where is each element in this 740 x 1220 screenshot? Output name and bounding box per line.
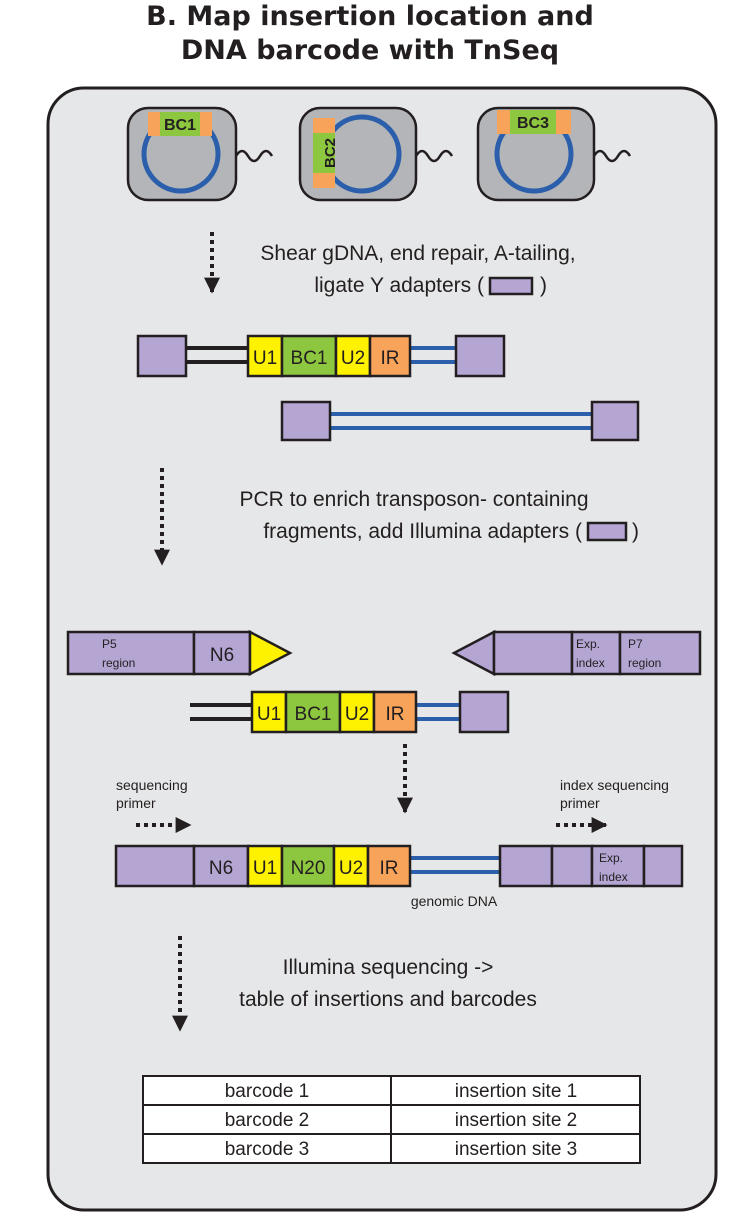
title-line-1: B. Map insertion location and — [146, 1, 594, 32]
cell-2: BC2 — [298, 106, 454, 202]
bc1-segment — [280, 334, 338, 378]
p5-region-final — [114, 844, 196, 888]
cell-1: BC1 — [126, 106, 274, 202]
flagellum-1 — [234, 149, 274, 163]
u2-label-final: U2 — [339, 858, 363, 879]
y-adapter-right — [454, 334, 506, 378]
n6-region-final — [192, 844, 250, 888]
reverse-primer-body — [492, 630, 574, 676]
table-row: barcode 3 insertion site 3 — [225, 1139, 578, 1160]
figure-title: B. Map insertion location and DNA barcod… — [0, 0, 740, 68]
p5-region — [66, 630, 196, 676]
p5-label-line2: region — [102, 656, 135, 670]
u1-label-2: U1 — [257, 704, 281, 725]
genomic-adapter-left — [280, 400, 332, 442]
genomic-fragment — [280, 400, 640, 442]
u1-label: U1 — [253, 348, 277, 369]
u2-segment — [334, 334, 372, 378]
illumina-adapter-legend-icon — [586, 521, 628, 542]
ir-label-final: IR — [380, 858, 399, 879]
adapter-segment-a — [498, 844, 554, 888]
y-adapter-legend-icon — [488, 276, 534, 296]
cell-3: BC3 — [476, 106, 632, 202]
adapter-right-2 — [458, 690, 510, 734]
u2-label-2: U2 — [345, 704, 369, 725]
title-line-2: DNA barcode with TnSeq — [180, 35, 560, 66]
sequencing-primer-label-line1: sequencing — [116, 777, 188, 793]
genomic-dna-label: genomic DNA — [411, 893, 498, 909]
table-cell-barcode: barcode 1 — [225, 1081, 310, 1102]
u1-label-final: U1 — [253, 858, 277, 879]
flagellum-2 — [414, 149, 454, 163]
step1-line2-suffix: ) — [540, 274, 547, 297]
step2-line1: PCR to enrich transposon- containing — [239, 488, 588, 511]
flagellum-3 — [592, 149, 632, 163]
bc1-label-2: BC1 — [295, 704, 332, 725]
table-cell-site: insertion site 2 — [455, 1110, 578, 1131]
p7-label-line1: P7 — [628, 637, 643, 651]
table-cell-barcode: barcode 2 — [225, 1110, 310, 1131]
ir-label: IR — [381, 348, 400, 369]
u1-segment-final — [246, 844, 284, 888]
step3-line2: table of insertions and barcodes — [239, 988, 537, 1011]
cell-1-label: BC1 — [164, 117, 196, 134]
table-cell-site: insertion site 3 — [455, 1139, 578, 1160]
exp-label-line1: Exp. — [576, 637, 600, 651]
primer-3-prime-end — [248, 629, 293, 677]
ir-segment-2 — [372, 690, 418, 734]
table-cell-barcode: barcode 3 — [225, 1139, 310, 1160]
step1-line2-prefix: ligate Y adapters ( — [314, 274, 484, 297]
n20-segment — [280, 844, 336, 888]
y-adapter-left — [136, 334, 188, 378]
cell-3-label: BC3 — [517, 115, 549, 132]
p7-region — [618, 630, 702, 676]
bc1-label: BC1 — [291, 348, 328, 369]
exp-label-line2: index — [576, 656, 605, 670]
bc1-segment-2 — [284, 690, 342, 734]
u2-label: U2 — [341, 348, 365, 369]
step3-line1: Illumina sequencing -> — [283, 956, 494, 979]
fragment-with-transposon: U1 BC1 U2 IR — [136, 334, 506, 378]
forward-primer: P5 region N6 — [66, 629, 293, 677]
u1-segment — [246, 334, 284, 378]
template-fragment: U1 BC1 U2 IR — [190, 690, 510, 734]
p5-label-line1: P5 — [102, 637, 117, 651]
exp-index-region — [570, 630, 622, 676]
ir-label-2: IR — [386, 704, 405, 725]
genomic-adapter-right — [590, 400, 640, 442]
table-row: barcode 1 insertion site 1 — [225, 1081, 578, 1102]
adapter-segment-b — [550, 844, 594, 888]
exp-label-final-line1: Exp. — [599, 851, 623, 865]
step2-line2-suffix: ) — [632, 520, 639, 543]
p7-region-final — [642, 844, 684, 888]
p7-label-line2: region — [628, 656, 661, 670]
results-table: barcode 1 insertion site 1 barcode 2 ins… — [142, 1075, 641, 1164]
table-cell-site: insertion site 1 — [455, 1081, 578, 1102]
ir-segment-final — [366, 844, 412, 888]
n6-label-final: N6 — [209, 858, 233, 879]
u2-segment-2 — [338, 690, 376, 734]
step1-line1: Shear gDNA, end repair, A-tailing, — [260, 242, 575, 265]
n6-label: N6 — [210, 645, 234, 666]
step2-line2-prefix: fragments, add Illumina adapters ( — [263, 520, 582, 543]
index-primer-label-line1: index sequencing — [560, 777, 669, 793]
exp-label-final-line2: index — [599, 870, 628, 884]
main-panel — [46, 86, 718, 1212]
sequencing-primer-label-line2: primer — [116, 795, 156, 811]
reverse-primer: Exp. index P7 region — [451, 629, 702, 677]
final-amplicon: N6 U1 N20 U2 IR Exp. index — [114, 844, 684, 888]
cell-2-label: BC2 — [322, 138, 339, 168]
table-row: barcode 2 insertion site 2 — [225, 1110, 578, 1131]
n20-label: N20 — [291, 858, 326, 879]
ir-segment — [368, 334, 412, 378]
index-primer-label-line2: primer — [560, 795, 600, 811]
